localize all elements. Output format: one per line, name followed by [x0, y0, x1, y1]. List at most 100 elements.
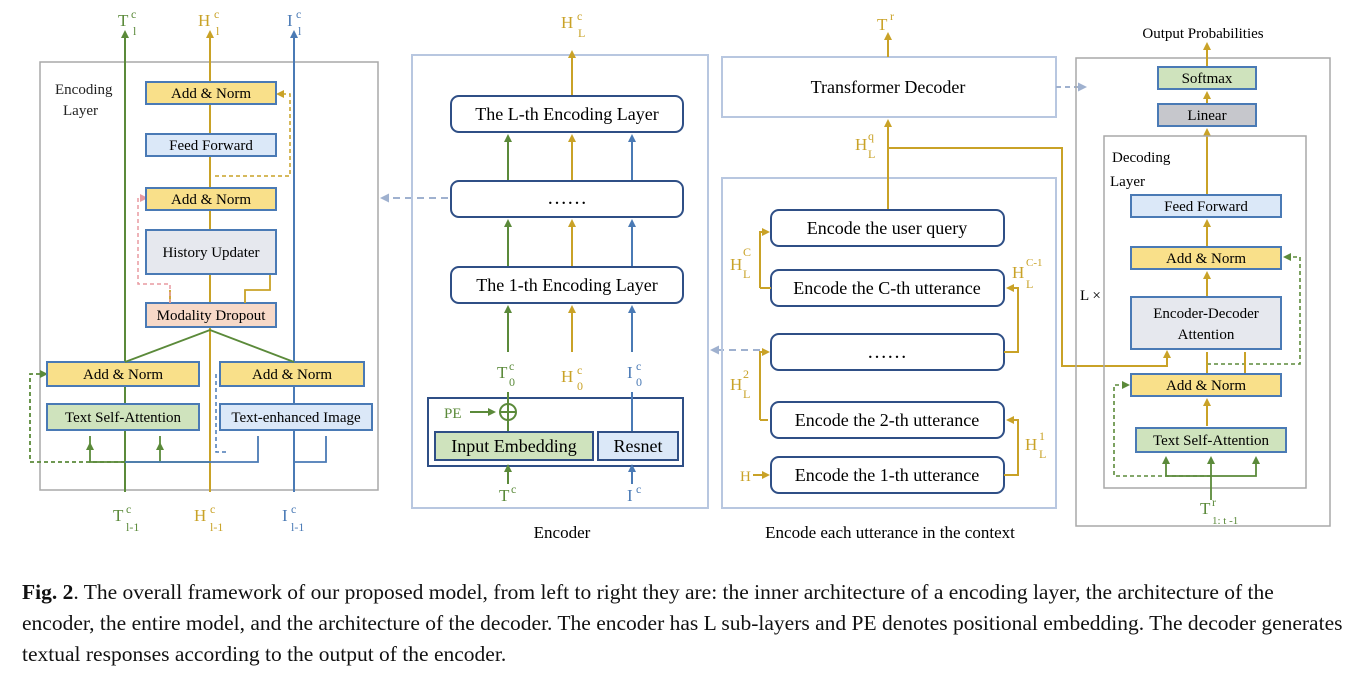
encoder-dots-box [450, 180, 684, 218]
svg-text:2: 2 [743, 367, 749, 381]
svg-text:1: t -1: 1: t -1 [1212, 515, 1238, 527]
svg-text:L: L [1026, 277, 1033, 291]
add-norm-mid-box [145, 187, 277, 211]
svg-text:l-1: l-1 [291, 520, 304, 534]
text-self-attention-box [46, 403, 200, 431]
svg-text:T: T [1200, 499, 1211, 518]
input-embedding-label: Input Embedding [451, 436, 576, 456]
h2-label: H 2 L [730, 367, 750, 401]
svg-text:L: L [868, 147, 875, 161]
encode-2-label: Encode the 2-th utterance [795, 410, 979, 430]
decoder-outer-frame [1075, 57, 1331, 527]
residual-left [29, 370, 125, 463]
enc-dec-attention-box [1130, 296, 1282, 350]
svg-text:L: L [743, 267, 750, 281]
to-modality-dropout [124, 329, 295, 363]
decoder-add-norm-top-label: Add & Norm [1166, 251, 1246, 267]
text-enhanced-image-label: Text-enhanced Image [231, 410, 361, 426]
svg-text:I: I [287, 11, 293, 30]
svg-text:c: c [577, 363, 582, 377]
framework-diagram: Encoding Layer Text Self-Attention Text-… [29, 7, 1331, 542]
in-h-label: H c l-1 [194, 502, 223, 534]
linear-box [1157, 103, 1257, 127]
svg-text:q: q [868, 129, 874, 143]
transformer-decoder-label: Transformer Decoder [811, 77, 966, 97]
encoder-dots-label: …… [547, 187, 587, 209]
h-input-label: H [740, 469, 751, 485]
svg-text:l-1: l-1 [210, 520, 223, 534]
layer-l-box [450, 95, 684, 133]
text-self-attention-label: Text Self-Attention [65, 410, 182, 426]
svg-text:I: I [627, 486, 633, 505]
figure-caption-text: . The overall framework of our proposed … [22, 580, 1343, 666]
encode-query-label: Encode the user query [807, 218, 967, 238]
svg-text:0: 0 [636, 375, 642, 389]
svg-text:L: L [1039, 447, 1046, 461]
encoding-layer-title-line2: Layer [63, 103, 98, 119]
pe-label: PE [444, 406, 462, 422]
add-norm-mid-label: Add & Norm [171, 192, 251, 208]
svg-text:H: H [855, 135, 867, 154]
svg-text:c: c [509, 359, 514, 373]
svg-text:c: c [511, 482, 516, 496]
repeat-label: L × [1080, 288, 1101, 304]
pink-dotted-path [137, 194, 171, 303]
output-probabilities-label: Output Probabilities [1142, 26, 1263, 42]
svg-text:T: T [118, 11, 129, 30]
svg-text:L: L [578, 26, 585, 40]
layer-1-box [450, 266, 684, 304]
svg-text:c: c [636, 482, 641, 496]
layer-1-label: The 1-th Encoding Layer [476, 275, 657, 295]
svg-text:c: c [131, 7, 136, 21]
svg-text:c: c [214, 7, 219, 21]
svg-text:H: H [198, 11, 210, 30]
add-norm-left-label: Add & Norm [83, 367, 163, 383]
feed-forward-label: Feed Forward [169, 138, 253, 154]
encoder-out-h-label: H c L [561, 9, 585, 40]
in-i-label: I c l-1 [282, 502, 304, 534]
svg-text:C: C [743, 245, 751, 259]
embedding-group-box [427, 397, 684, 467]
enc-dec-attention-line2: Attention [1178, 327, 1235, 343]
decoder-add-norm-top-box [1130, 246, 1282, 270]
svg-text:H: H [1025, 435, 1037, 454]
svg-text:H: H [194, 506, 206, 525]
decoding-layer-title-line1: Decoding [1112, 150, 1171, 166]
history-updater-label: History Updater [162, 245, 259, 261]
h1-label: H 1 L [1025, 429, 1046, 461]
encoder-frame [411, 54, 709, 509]
svg-text:c: c [126, 502, 131, 516]
hq-label: H q L [855, 129, 875, 161]
svg-text:H: H [730, 255, 742, 274]
encode-query-box [770, 209, 1005, 247]
svg-text:c: c [210, 502, 215, 516]
encoder-in-t-label: T c [499, 482, 516, 505]
i0-label: I c 0 [627, 359, 642, 389]
svg-text:l: l [216, 24, 220, 38]
svg-text:H: H [561, 13, 573, 32]
svg-text:l-1: l-1 [126, 520, 139, 534]
decoder-text-self-attention-box [1135, 427, 1287, 453]
softmax-label: Softmax [1182, 71, 1233, 87]
softmax-box [1157, 66, 1257, 90]
encoder-in-i-label: I c [627, 482, 641, 505]
encoding-layer-title-line1: Encoding [55, 82, 113, 98]
figure-caption-label: Fig. 2 [22, 580, 74, 604]
svg-text:c: c [577, 9, 582, 23]
svg-text:r: r [1212, 495, 1216, 509]
context-panel: Transformer Decoder T r H q L Encode the… [721, 9, 1171, 542]
svg-text:I: I [282, 506, 288, 525]
encode-1-label: Encode the 1-th utterance [795, 465, 979, 485]
encode-2-box [770, 401, 1005, 439]
svg-text:1: 1 [1039, 429, 1045, 443]
decoder-feed-forward-label: Feed Forward [1164, 199, 1248, 215]
figure-caption: Fig. 2. The overall framework of our pro… [22, 577, 1347, 670]
svg-text:H: H [1012, 263, 1024, 282]
decoding-layer-title-line2: Layer [1110, 174, 1145, 190]
feed-forward-box [145, 133, 277, 157]
svg-text:I: I [627, 363, 633, 382]
context-dots-label: …… [867, 341, 907, 363]
hq-to-decoder-line [888, 147, 1171, 367]
encoder-title: Encoder [534, 523, 591, 542]
encode-c-label: Encode the C-th utterance [793, 278, 980, 298]
